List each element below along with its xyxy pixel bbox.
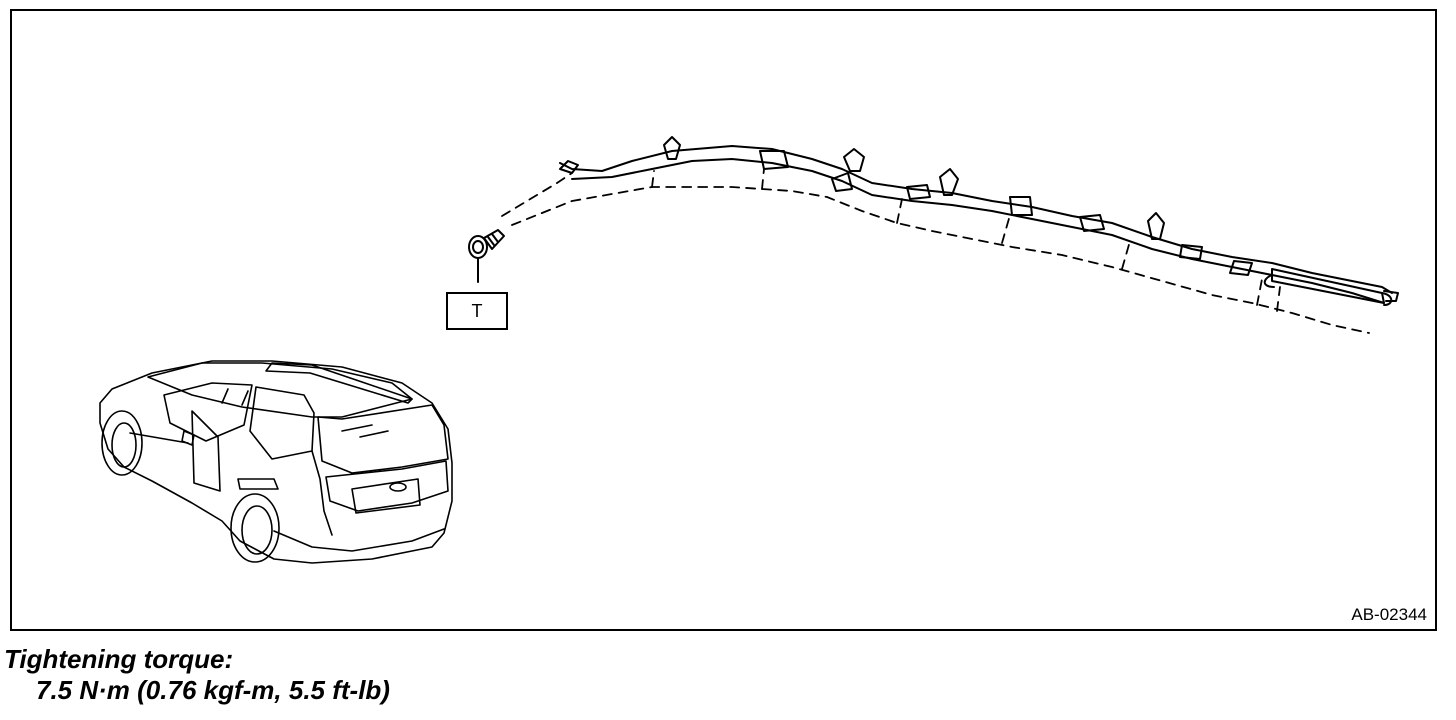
mounting-guide-lines — [501, 168, 1370, 334]
torque-callout-box: T — [446, 292, 508, 330]
torque-value: 7.5 N·m (0.76 kgf-m, 5.5 ft-lb) — [36, 675, 390, 705]
figure-reference-code: AB-02344 — [1351, 605, 1427, 624]
torque-callout-label: T — [471, 300, 483, 321]
diagram-frame: T AB-02344 — [10, 9, 1437, 631]
curtain-airbag-module — [559, 136, 1399, 306]
bolt-icon — [468, 229, 505, 283]
station-wagon-illustration — [99, 360, 453, 564]
diagram-artwork — [99, 136, 1399, 564]
torque-caption: Tightening torque: 7.5 N·m (0.76 kgf-m, … — [4, 644, 390, 706]
torque-heading: Tightening torque: — [4, 644, 234, 674]
